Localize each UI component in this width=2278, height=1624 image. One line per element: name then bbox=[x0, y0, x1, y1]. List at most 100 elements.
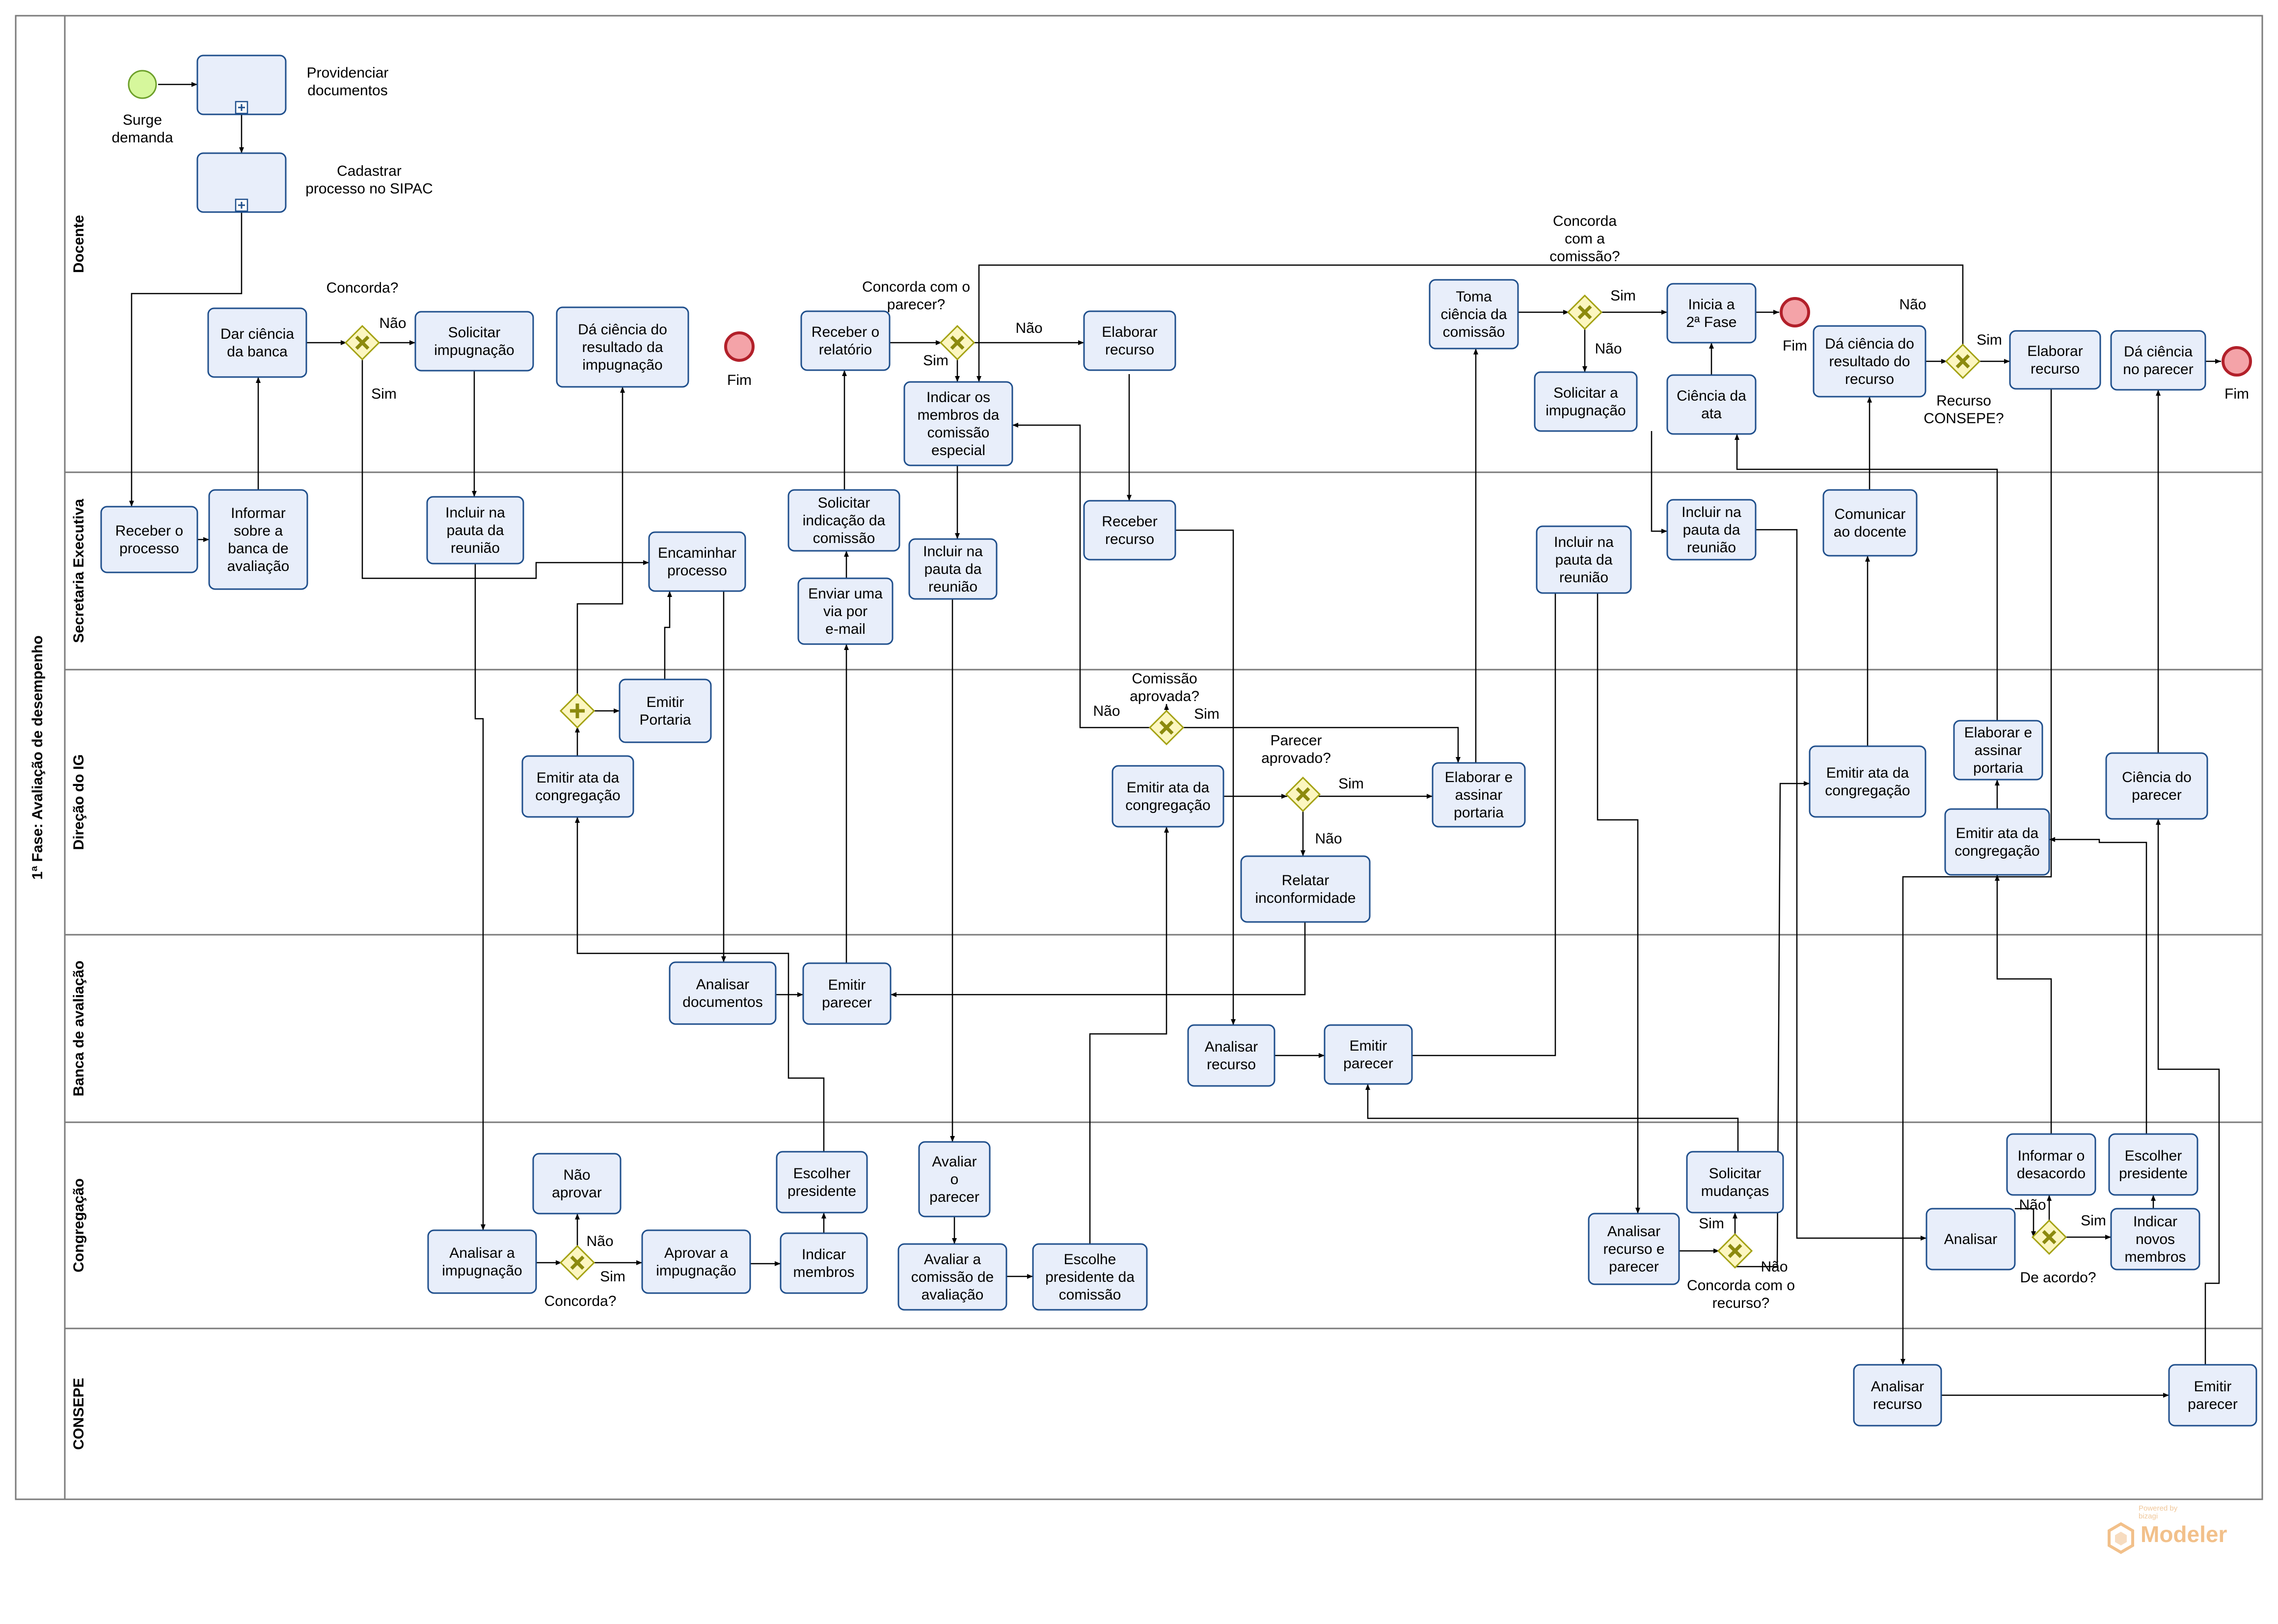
flow-condition-nao: Não bbox=[1315, 831, 1342, 847]
sequence-flow bbox=[1900, 389, 2052, 1365]
exclusive-gateway[interactable] bbox=[1567, 294, 1603, 330]
subprocess-expand-icon[interactable] bbox=[235, 198, 248, 212]
watermark-powered: Powered by bbox=[2139, 1504, 2178, 1513]
exclusive-gateway[interactable] bbox=[939, 325, 976, 361]
task-label: Analisar bbox=[1944, 1231, 1997, 1247]
parallel-gateway[interactable] bbox=[559, 693, 596, 729]
pool-title: 1ª Fase: Avaliação de desempenho bbox=[29, 635, 46, 879]
exclusive-gateway[interactable] bbox=[1717, 1233, 1753, 1269]
sequence-flow bbox=[1175, 529, 1236, 1025]
sequence-flow bbox=[2015, 1208, 2036, 1237]
subprocess-expand-icon[interactable] bbox=[235, 101, 248, 114]
sequence-flow bbox=[1182, 727, 1461, 763]
sequence-flow bbox=[2049, 837, 2147, 1134]
task-t_analisar[interactable]: Analisar bbox=[1925, 1208, 2016, 1271]
exclusive-gateway[interactable] bbox=[2031, 1219, 2067, 1255]
flow-condition-nao: Não bbox=[379, 315, 406, 331]
exclusive-gateway[interactable] bbox=[1148, 709, 1185, 746]
exclusive-gateway[interactable] bbox=[344, 325, 380, 361]
gateway-label: De acordo? bbox=[2020, 1270, 2096, 1286]
exclusive-gateway[interactable] bbox=[1945, 343, 1981, 379]
lane-title-direcao: Direção do IG bbox=[71, 754, 87, 850]
lane-title-congregacao: Congregação bbox=[71, 1178, 87, 1272]
sequence-flow bbox=[129, 212, 243, 507]
flow-condition-sim: Sim bbox=[2081, 1213, 2106, 1229]
sequence-flow bbox=[575, 817, 825, 1152]
exclusive-gateway[interactable] bbox=[1285, 776, 1321, 812]
exclusive-gateway[interactable] bbox=[559, 1245, 596, 1281]
x-icon bbox=[2042, 1230, 2057, 1245]
flow-condition-nao: Não bbox=[586, 1233, 613, 1249]
